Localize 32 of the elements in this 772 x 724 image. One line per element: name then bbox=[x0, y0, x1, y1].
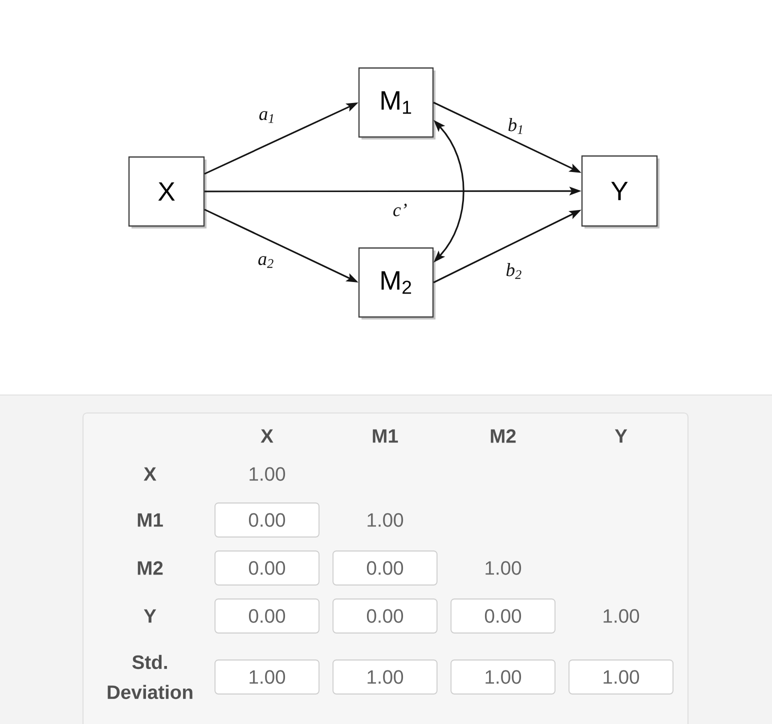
input-field: 0.00 bbox=[450, 598, 556, 634]
edge-label: a$_{2}$ bbox=[258, 256, 274, 268]
edge-label: b$_{2}$ bbox=[506, 263, 522, 279]
input-field: 0.00 bbox=[332, 550, 438, 586]
variable-box: M$_{2}$ bbox=[358, 247, 436, 320]
input-field: 1.00 bbox=[332, 660, 438, 694]
variable-box: M$_{1}$ bbox=[358, 67, 436, 140]
cell-value: 1.00 bbox=[486, 561, 522, 575]
row-header: Y bbox=[144, 609, 156, 623]
edge-label: c’ bbox=[393, 204, 407, 216]
input-field: 1.00 bbox=[568, 660, 674, 694]
row-header: M1 bbox=[138, 513, 163, 527]
row-header: Std. Deviation bbox=[108, 654, 192, 700]
edge-label: b$_{1}$ bbox=[508, 118, 522, 134]
cell-value: 1.00 bbox=[250, 467, 286, 481]
column-header: X bbox=[260, 429, 274, 443]
cell-value: 1.00 bbox=[604, 609, 640, 623]
input-field: 1.00 bbox=[450, 660, 556, 694]
row-header: M2 bbox=[138, 561, 163, 575]
input-field: 0.00 bbox=[214, 550, 320, 586]
edge-label: a$_{1}$ bbox=[259, 111, 274, 123]
column-header: M1 bbox=[372, 429, 398, 443]
input-field: 0.00 bbox=[214, 502, 320, 538]
variable-box: Y bbox=[581, 155, 660, 228]
input-field: 0.00 bbox=[332, 598, 438, 634]
row-header: X bbox=[144, 467, 156, 481]
variable-box: X bbox=[128, 156, 206, 228]
input-field: 1.00 bbox=[214, 660, 320, 694]
input-field: 0.00 bbox=[214, 598, 320, 634]
column-header: Y bbox=[614, 429, 628, 443]
column-header: M2 bbox=[490, 429, 516, 443]
cell-value: 1.00 bbox=[368, 513, 404, 527]
